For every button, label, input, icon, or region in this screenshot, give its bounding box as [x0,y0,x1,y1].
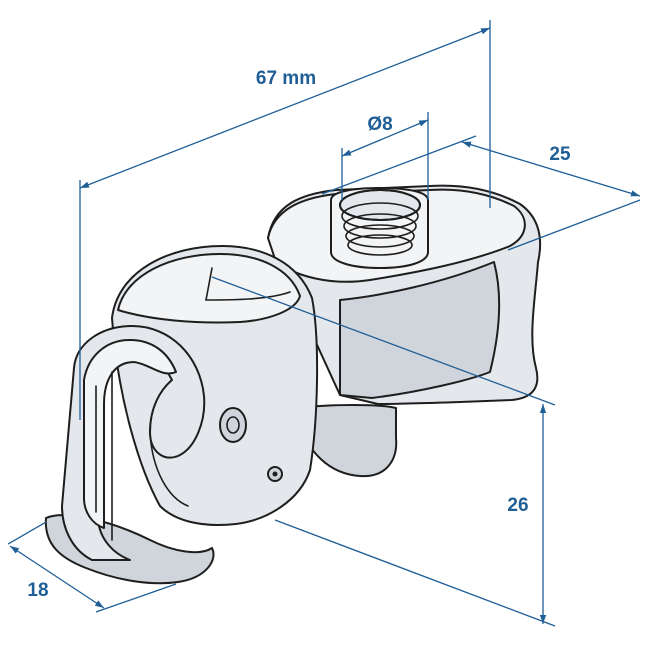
clamp-part-illustration [44,184,542,585]
pin-hole [219,407,247,443]
height-extension-top [211,276,556,406]
height-label: 26 [507,495,528,516]
length-dimension-line [79,27,491,189]
height-extension-bottom [274,519,556,627]
depth-extension-top [321,135,477,195]
depth-label: 25 [549,144,571,165]
hole-diameter-label: Ø8 [367,114,392,135]
width-extension-right [95,583,177,613]
dimension-annotations: 67 mm Ø8 25 26 18 [7,20,641,627]
width-extension-left [7,521,47,545]
base-foot [299,404,398,478]
latch-hook-ridge [83,339,177,529]
socket-housing-front-face [339,261,501,399]
depth-dimension-line [461,141,641,197]
depth-extension-bottom [507,199,641,251]
length-label: 67 mm [256,68,316,89]
threaded-hole [330,187,429,269]
hole-diameter-line [341,119,429,157]
width-label: 18 [27,580,48,601]
width-dimension-line [9,545,105,609]
